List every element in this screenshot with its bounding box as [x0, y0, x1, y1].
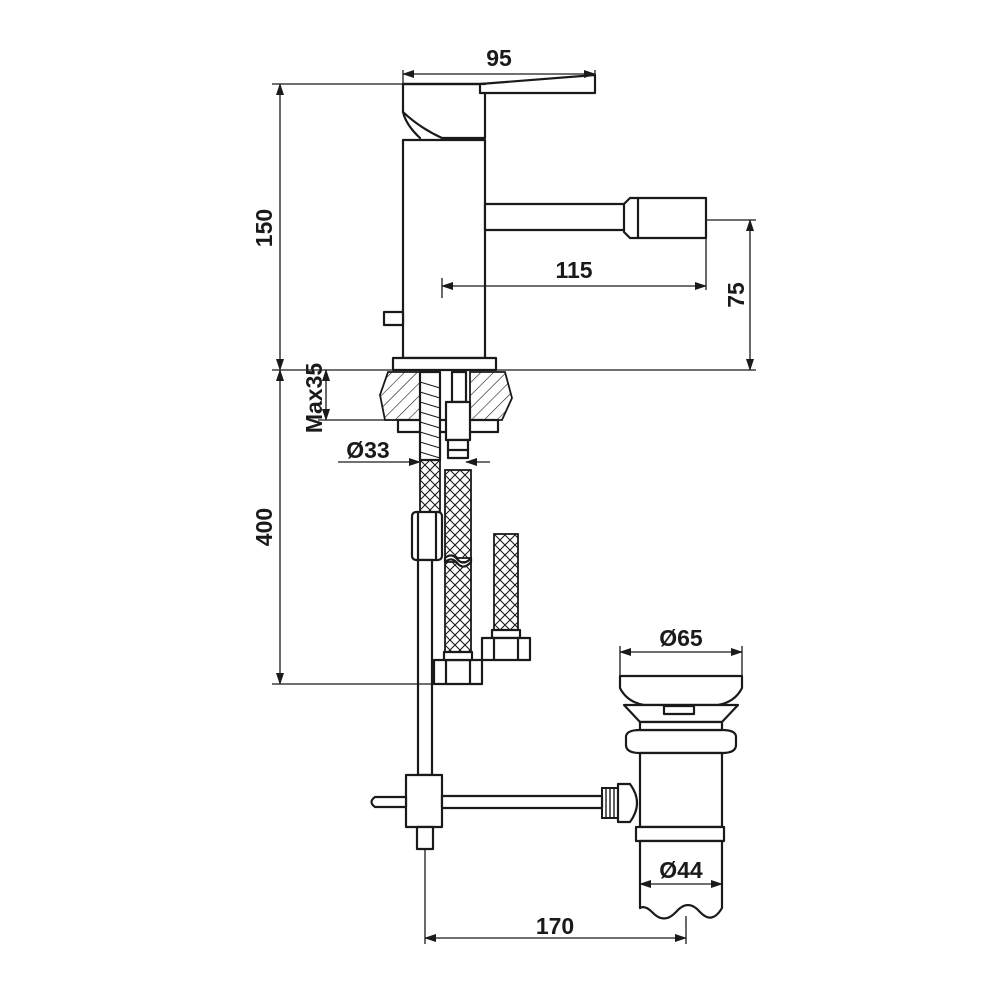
dim-hose-length-label: 400 [251, 508, 277, 546]
hose-right-nut [480, 636, 532, 662]
popup-rod [370, 558, 639, 851]
horizontal-lift-rod [440, 794, 604, 810]
popup-knob [382, 310, 405, 327]
waste-pipe [638, 839, 724, 920]
dim-rod-length-label: 170 [536, 913, 574, 939]
base-flange [391, 356, 498, 372]
rod-clamp [404, 773, 444, 829]
hose-right [493, 533, 519, 631]
rod-knurled-nut [601, 787, 619, 819]
hose-middle-nut [432, 658, 484, 686]
hose-middle-lower [444, 561, 472, 653]
spout [483, 202, 632, 232]
lever-handle-cap [478, 73, 597, 95]
dim-top-width-label: 95 [486, 45, 512, 71]
dim-spout-reach-label: 115 [555, 257, 592, 283]
dim-waste-top-diameter-label: Ø65 [659, 625, 703, 651]
popup-waste [618, 674, 744, 920]
dim-waste-pipe-diameter-label: Ø44 [659, 857, 703, 883]
hose-middle [444, 469, 472, 559]
faucet-cylinder [401, 138, 487, 360]
faucet-body [382, 73, 708, 372]
dim-spout-height-label: 75 [723, 282, 749, 308]
dim-hole-diameter-label: Ø33 [346, 437, 389, 463]
dimension-lines: 95 150 115 75 Max35 Ø33 400 Ø65 [251, 45, 756, 944]
waste-body [638, 751, 724, 829]
spout-nozzle [622, 196, 708, 240]
dim-total-height-label: 150 [251, 209, 277, 247]
waste-flange [624, 728, 738, 755]
mounting-surface [379, 370, 513, 462]
popup-rod-connector [410, 510, 444, 562]
dim-max-thickness-label: Max35 [301, 363, 327, 434]
waste-cap [618, 674, 744, 707]
lever-handle [401, 82, 487, 140]
flexible-hoses [410, 459, 532, 686]
